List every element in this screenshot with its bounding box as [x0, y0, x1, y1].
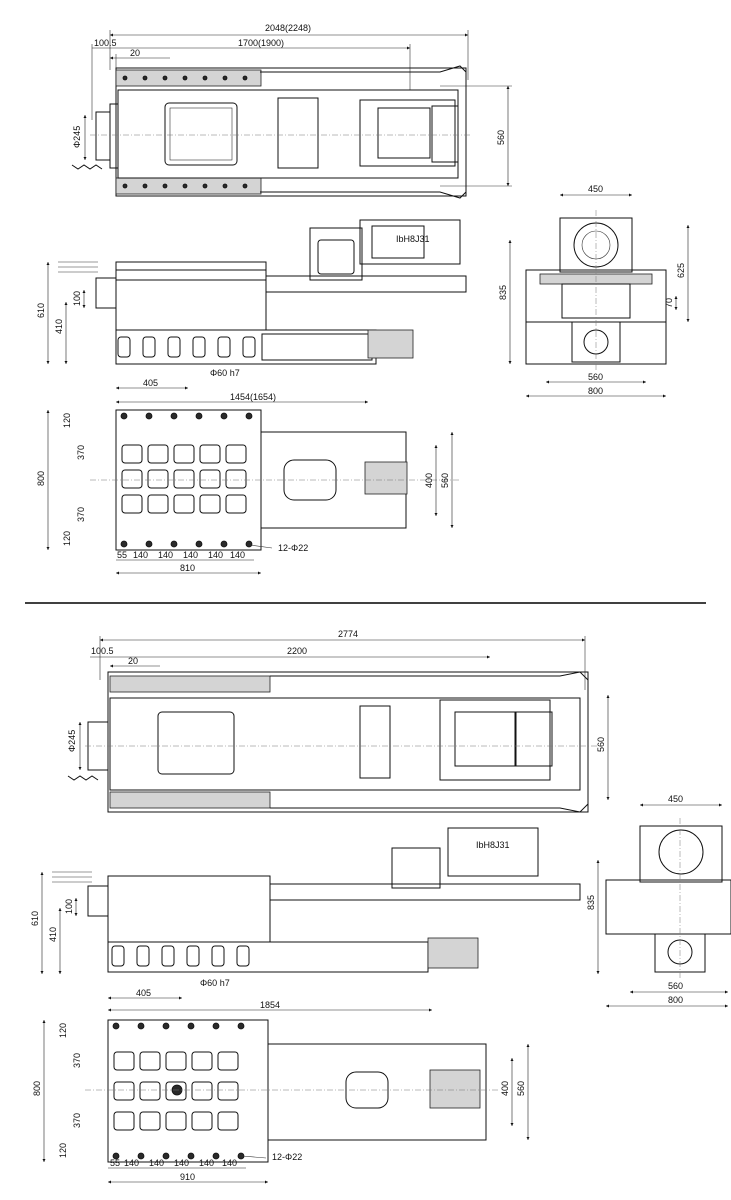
- dim-bottom-travel: 2200: [287, 646, 307, 656]
- dim-bottom-1854: 1854: [260, 1000, 280, 1010]
- upper-variant: 2048(2248) 100.5 1700(1900) 20 560 Φ245: [36, 23, 690, 575]
- bottom-clamp-feet: [111, 945, 250, 967]
- dim-bottom-100: 100: [64, 899, 74, 914]
- dim-height-610: 610: [36, 303, 46, 318]
- dim-bottom-offset-small: 20: [128, 656, 138, 666]
- bottom-side-view: 450 835 560 800: [586, 794, 731, 1008]
- bottom-top-view-dimensions: 2774 100.5 2200 20 560 Φ245: [67, 629, 610, 800]
- dim-bottom-610: 610: [30, 911, 40, 926]
- dim-bottom-side-800: 800: [668, 995, 683, 1005]
- dim-bottom-base-140-3: 140: [174, 1158, 189, 1168]
- dim-side-625: 625: [676, 263, 686, 278]
- bottom-base-plan: 800 120 370 370 120 400 560 55 140 140 1…: [32, 1019, 530, 1184]
- dim-bottom-base-120a: 120: [58, 1023, 68, 1038]
- dim-bottom-spindle: Φ245: [67, 730, 77, 752]
- dim-bottom-side-835: 835: [586, 895, 596, 910]
- dim-bottom-405: 405: [136, 988, 151, 998]
- dim-base-120b: 120: [62, 531, 72, 546]
- dim-side-70: 70: [664, 298, 674, 308]
- dim-base-holes: 12-Φ22: [278, 543, 308, 553]
- dim-base-55: 55: [117, 550, 127, 560]
- dim-bottom-base-560: 560: [516, 1081, 526, 1096]
- dim-bottom-shaft: Φ60 h7: [200, 978, 230, 988]
- dim-bottom-base-910: 910: [180, 1172, 195, 1182]
- dim-bottom-base-140-4: 140: [199, 1158, 214, 1168]
- bottom-table-pockets: [113, 1051, 239, 1131]
- dim-height-410: 410: [54, 319, 64, 334]
- table-pockets: [121, 444, 247, 514]
- dim-spindle-dia: Φ245: [72, 126, 82, 148]
- dim-base-810: 810: [180, 563, 195, 573]
- dim-base-800: 800: [36, 471, 46, 486]
- dim-base-140-3: 140: [183, 550, 198, 560]
- bottom-motor-label: IbH8J31: [476, 840, 510, 850]
- dim-bottom-overall: 2774: [338, 629, 358, 639]
- dim-bottom-base-55: 55: [110, 1158, 120, 1168]
- dim-side-560: 560: [588, 372, 603, 382]
- dim-base-370b: 370: [76, 507, 86, 522]
- dim-bottom-base-140-5: 140: [222, 1158, 237, 1168]
- dim-bottom-base-370b: 370: [72, 1113, 82, 1128]
- dim-bottom-base-400: 400: [500, 1081, 510, 1096]
- dim-offset-small: 20: [130, 48, 140, 58]
- clamp-feet: [117, 336, 256, 358]
- dim-bottom-side-450: 450: [668, 794, 683, 804]
- dim-bottom-side-560: 560: [668, 981, 683, 991]
- dim-bottom-410: 410: [48, 927, 58, 942]
- dim-bottom-base-holes: 12-Φ22: [272, 1152, 302, 1162]
- bottom-front-view: IbH8J31 610 410 100 405 Φ60 h7 1854: [30, 827, 581, 1012]
- dim-base-400: 400: [424, 473, 434, 488]
- dim-base-560: 560: [440, 473, 450, 488]
- dim-base-370a: 370: [76, 445, 86, 460]
- dim-total-length: 1454(1654): [230, 392, 276, 402]
- dim-width-560: 560: [496, 130, 506, 145]
- dim-bottom-560: 560: [596, 737, 606, 752]
- side-view: 450 835 625 70 560 800: [498, 184, 690, 398]
- hold-down-holes: [120, 412, 253, 548]
- base-plan: 800 120 370 370 120 400 560 55 140 140 1…: [36, 409, 460, 575]
- dim-base-120a: 120: [62, 413, 72, 428]
- lower-variant: 2774 100.5 2200 20 560 Φ245: [30, 629, 731, 1184]
- dim-bottom-base-370a: 370: [72, 1053, 82, 1068]
- dim-side-800: 800: [588, 386, 603, 396]
- dim-height-100: 100: [72, 291, 82, 306]
- dim-travel: 1700(1900): [238, 38, 284, 48]
- dim-base-140-4: 140: [208, 550, 223, 560]
- dim-bottom-base-140-2: 140: [149, 1158, 164, 1168]
- dim-bottom-offset-left: 100.5: [91, 646, 114, 656]
- front-view: IbH8J31 610 410 100 405 Φ60 h7 1454(1654…: [36, 219, 467, 404]
- dim-bottom-base-120b: 120: [58, 1143, 68, 1158]
- dim-offset-left: 100.5: [94, 38, 117, 48]
- bottom-top-view: [67, 671, 600, 813]
- dim-bottom-base-140-1: 140: [124, 1158, 139, 1168]
- dim-base-405: 405: [143, 378, 158, 388]
- dim-bottom-base-800: 800: [32, 1081, 42, 1096]
- dim-base-140-2: 140: [158, 550, 173, 560]
- top-view-dimensions: 2048(2248) 100.5 1700(1900) 20 560 Φ245: [72, 23, 512, 187]
- dim-overall-length: 2048(2248): [265, 23, 311, 33]
- tbolt-rows: [122, 75, 248, 189]
- top-view: [71, 65, 470, 199]
- dim-base-140-5: 140: [230, 550, 245, 560]
- motor-label: IbH8J31: [396, 234, 430, 244]
- dim-shaft: Φ60 h7: [210, 368, 240, 378]
- dim-side-450: 450: [588, 184, 603, 194]
- dim-side-835: 835: [498, 285, 508, 300]
- bottom-hold-down-holes: [112, 1022, 245, 1160]
- dim-base-140-1: 140: [133, 550, 148, 560]
